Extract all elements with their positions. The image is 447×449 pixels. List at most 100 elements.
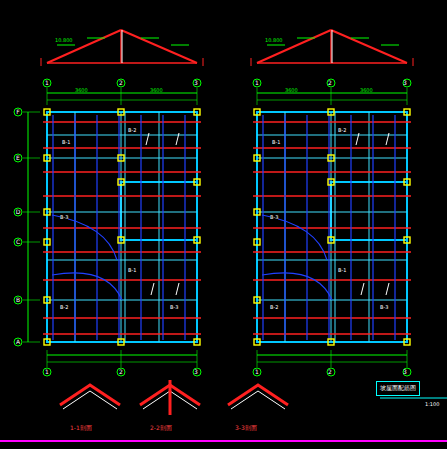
drawing-stroke xyxy=(253,147,411,148)
drawing-stroke xyxy=(257,100,407,101)
drawing-stroke xyxy=(74,115,75,340)
drawing-stroke xyxy=(332,30,333,63)
drawing-stroke xyxy=(159,112,160,342)
dimension: 3600 xyxy=(285,88,298,93)
drawing-stroke xyxy=(43,171,201,172)
drawing-stroke xyxy=(253,333,411,334)
axis-label: A xyxy=(13,339,23,345)
drawing-stroke xyxy=(262,273,332,300)
drawing-stroke xyxy=(140,115,141,340)
drawing-stroke xyxy=(43,368,51,376)
drawing-stroke xyxy=(23,112,40,113)
drawing-stroke xyxy=(52,273,122,300)
drawing-stroke xyxy=(407,88,408,105)
detail-caption: 1-1剖面 xyxy=(70,425,92,431)
drawing-stroke xyxy=(28,112,29,342)
drawing-stroke xyxy=(52,215,117,260)
drawing-stroke xyxy=(14,108,22,116)
drawing-stroke xyxy=(169,380,172,415)
drawing-stroke xyxy=(125,112,126,342)
drawing-stroke xyxy=(194,109,200,115)
drawing-stroke xyxy=(41,58,42,66)
drawing-stroke xyxy=(262,215,327,260)
drawing-stroke xyxy=(251,58,252,66)
drawing-stroke xyxy=(253,79,261,87)
drawing-stroke xyxy=(331,350,332,367)
drawing-stroke xyxy=(328,109,334,115)
drawing-stroke xyxy=(257,93,407,94)
drawing-stroke xyxy=(257,260,407,261)
drawing-stroke xyxy=(44,339,50,345)
drawing-stroke xyxy=(47,112,197,342)
drawing-stroke xyxy=(23,158,40,159)
drawing-stroke xyxy=(228,385,288,405)
drawing-stroke xyxy=(257,112,407,342)
drawing-stroke xyxy=(44,239,50,245)
axis-label: 2 xyxy=(116,369,126,375)
drawing-stroke xyxy=(331,88,332,105)
scale: 1:100 xyxy=(425,402,439,407)
drawing-stroke xyxy=(122,30,123,63)
drawing-stroke xyxy=(47,260,197,261)
axis-label: 2 xyxy=(325,369,335,375)
drawing-stroke xyxy=(257,135,407,136)
slab-mark: B-3 xyxy=(60,215,68,220)
drawing-stroke xyxy=(262,115,263,340)
drawing-stroke xyxy=(14,338,22,346)
drawing-stroke xyxy=(57,45,75,46)
drawing-stroke xyxy=(372,115,373,340)
drawing-stroke xyxy=(23,242,40,243)
drawing-stroke xyxy=(0,440,447,442)
drawing-stroke xyxy=(43,279,201,280)
axis-label: B xyxy=(13,297,23,303)
drawing-stroke xyxy=(121,88,122,105)
drawing-stroke xyxy=(254,297,260,303)
drawing-stroke xyxy=(257,355,407,356)
axis-label: 3 xyxy=(191,369,201,375)
drawing-stroke xyxy=(43,195,201,196)
drawing-stroke xyxy=(328,115,329,340)
drawing-stroke xyxy=(118,115,119,340)
drawing-stroke xyxy=(118,339,124,345)
drawing-stroke xyxy=(231,391,285,409)
axis-label: 2 xyxy=(116,80,126,86)
drawing-stroke xyxy=(253,227,411,228)
drawing-stroke xyxy=(47,88,48,105)
drawing-stroke xyxy=(328,339,334,345)
drawing-stroke xyxy=(284,115,285,340)
drawing-stroke xyxy=(404,109,410,115)
axis-label: 1 xyxy=(42,80,52,86)
drawing-stroke xyxy=(47,100,197,101)
drawing-stroke xyxy=(43,121,201,122)
drawing-stroke xyxy=(253,251,411,252)
slab-mark: B-3 xyxy=(170,305,178,310)
slab-mark: B-2 xyxy=(60,305,68,310)
drawing-stroke xyxy=(356,133,359,145)
drawing-stroke xyxy=(23,342,40,343)
drawing-stroke xyxy=(151,283,154,295)
drawing-stroke xyxy=(330,30,332,63)
drawing-stroke xyxy=(118,109,124,115)
drawing-stroke xyxy=(254,155,260,161)
drawing-stroke xyxy=(328,237,334,243)
drawing-stroke xyxy=(176,283,179,295)
slab-mark: B-1 xyxy=(272,140,280,145)
drawing-stroke xyxy=(47,362,197,363)
drawing-stroke xyxy=(331,30,407,63)
slab-mark: B-1 xyxy=(62,140,70,145)
drawing-stroke xyxy=(369,112,370,342)
drawing-stroke xyxy=(257,88,258,105)
drawing-stroke xyxy=(47,30,121,63)
drawing-stroke xyxy=(47,135,197,136)
drawing-stroke xyxy=(47,350,48,367)
drawing-stroke xyxy=(44,109,50,115)
drawing-stroke xyxy=(121,350,122,367)
drawing-stroke xyxy=(43,79,51,87)
drawing-stroke xyxy=(306,115,307,340)
drawing-stroke xyxy=(146,133,149,145)
detail-caption: 3-3剖面 xyxy=(235,425,257,431)
slab-mark: B-1 xyxy=(338,268,346,273)
axis-label: 1 xyxy=(42,369,52,375)
axis-label: 2 xyxy=(325,80,335,86)
drawing-stroke xyxy=(118,155,124,161)
